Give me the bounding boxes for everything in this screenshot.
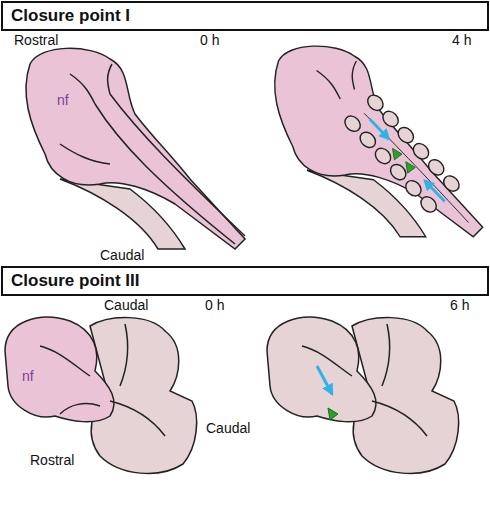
time-label: 6 h	[450, 297, 469, 313]
embryo-0h	[26, 48, 245, 249]
panel-title: Closure point III	[11, 271, 139, 290]
panel-header: Closure point I	[1, 1, 489, 31]
time-label: 4 h	[452, 32, 471, 48]
direction-label: Rostral	[14, 32, 58, 48]
direction-label: Caudal	[100, 247, 144, 263]
structure-label: nf	[22, 368, 34, 384]
direction-label: Caudal	[104, 297, 148, 313]
embryo-6h	[267, 317, 459, 473]
direction-label: Caudal	[206, 420, 250, 436]
structure-label: nf	[57, 92, 69, 108]
time-label: 0 h	[205, 297, 224, 313]
panel-header: Closure point III	[1, 266, 489, 296]
embryo-0h	[5, 317, 197, 473]
time-label: 0 h	[200, 32, 219, 48]
embryo-4h	[275, 46, 483, 237]
direction-label: Rostral	[30, 452, 74, 468]
panel-title: Closure point I	[11, 6, 130, 25]
